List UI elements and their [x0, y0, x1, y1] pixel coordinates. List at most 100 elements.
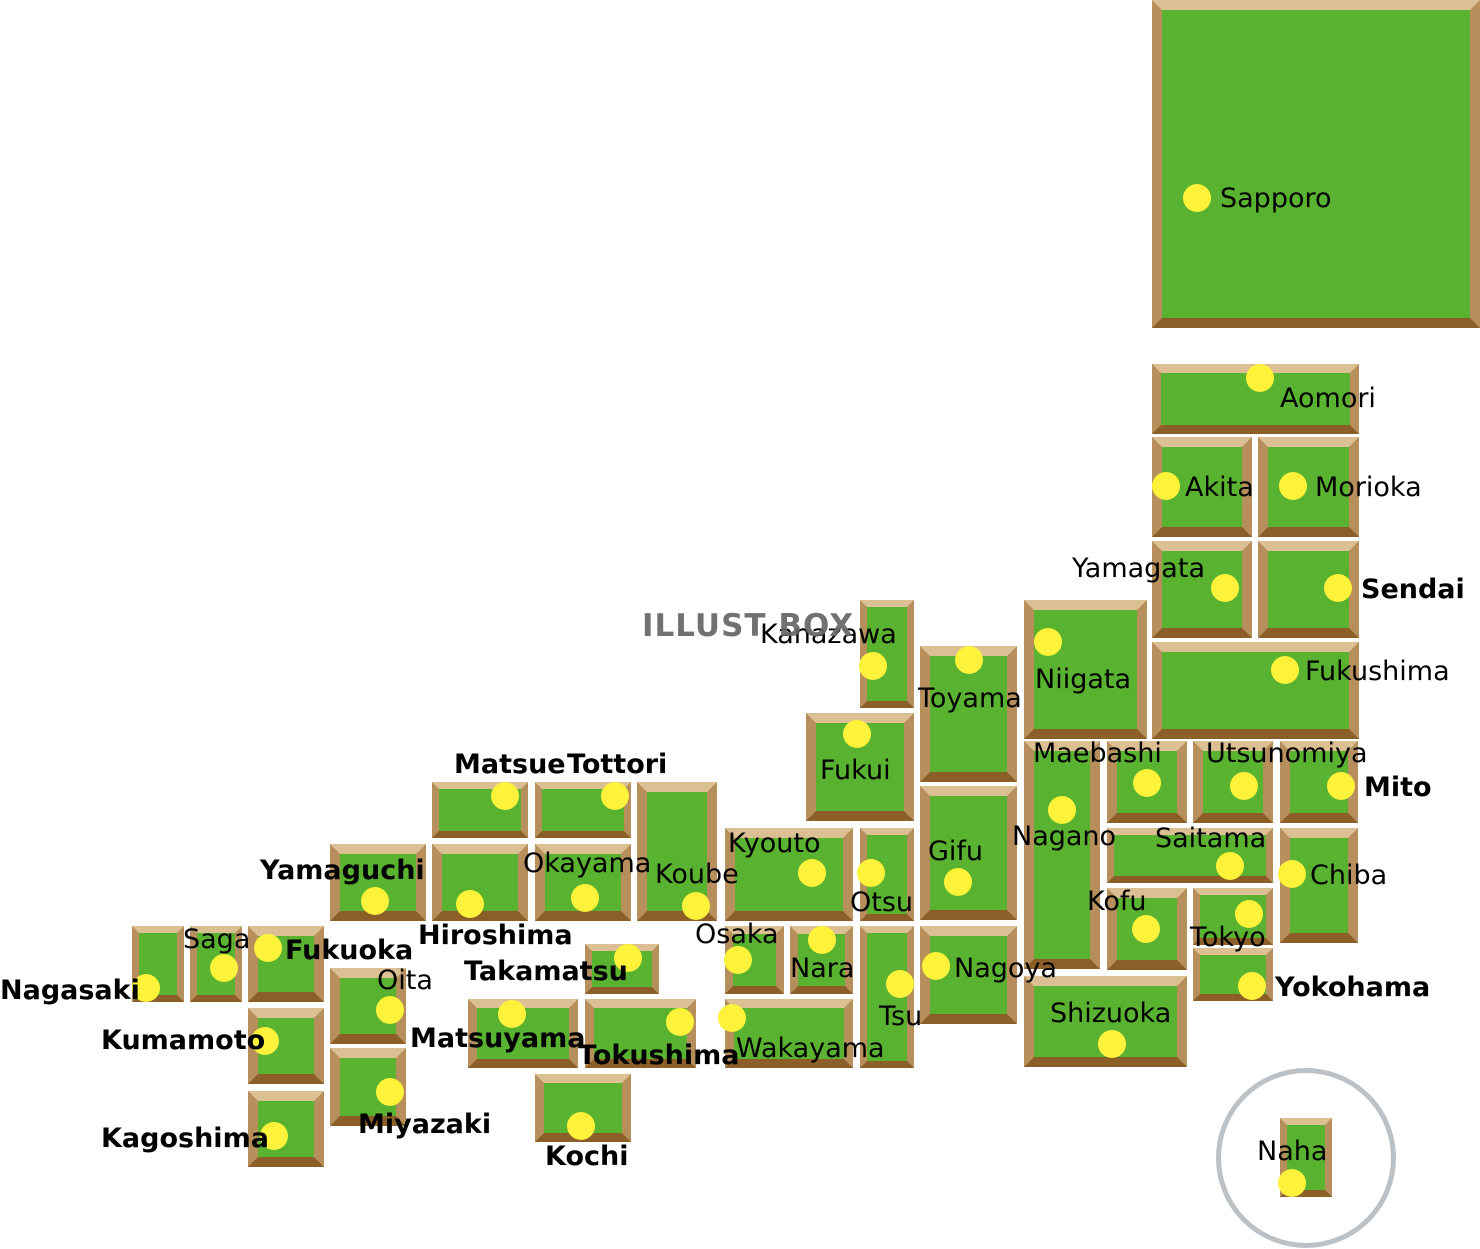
city-label-shizuoka: Shizuoka — [1050, 998, 1172, 1029]
city-marker-nagasaki — [132, 974, 160, 1002]
city-marker-maebashi — [1133, 769, 1161, 797]
watermark: ILLUST BOX — [642, 608, 855, 644]
prefecture-tokyo — [1193, 888, 1273, 945]
city-label-chiba: Chiba — [1310, 860, 1388, 891]
city-label-yamaguchi: Yamaguchi — [260, 855, 425, 886]
city-marker-nagano — [1048, 796, 1076, 824]
city-marker-chiba — [1278, 860, 1306, 888]
city-marker-fukuoka — [254, 934, 282, 962]
city-marker-okayama — [571, 884, 599, 912]
city-marker-yokohama — [1238, 972, 1266, 1000]
city-label-toyama: Toyama — [918, 683, 1022, 714]
city-marker-kyouto — [798, 859, 826, 887]
city-marker-fukushima — [1271, 656, 1299, 684]
okinawa-inset-circle — [1216, 1068, 1396, 1248]
city-marker-mito — [1327, 772, 1355, 800]
city-label-maebashi: Maebashi — [1033, 738, 1162, 769]
city-label-gifu: Gifu — [928, 836, 984, 867]
city-label-akita: Akita — [1185, 472, 1254, 503]
city-label-nagasaki: Nagasaki — [0, 975, 140, 1006]
prefecture-yamagata — [1152, 541, 1252, 638]
city-marker-fukui — [843, 720, 871, 748]
city-label-kyouto: Kyouto — [728, 828, 821, 859]
city-marker-kofu — [1132, 915, 1160, 943]
city-label-kagoshima: Kagoshima — [101, 1123, 269, 1154]
city-label-tottori: Tottori — [567, 749, 668, 780]
city-label-kumamoto: Kumamoto — [101, 1025, 266, 1056]
city-label-fukuoka: Fukuoka — [285, 935, 414, 966]
city-marker-toyama — [955, 646, 983, 674]
city-label-sendai: Sendai — [1361, 574, 1465, 605]
city-label-saitama: Saitama — [1155, 823, 1267, 854]
city-label-wakayama: Wakayama — [736, 1033, 885, 1064]
city-label-yamagata: Yamagata — [1072, 553, 1205, 584]
city-label-sapporo: Sapporo — [1220, 183, 1332, 214]
prefecture-niigata — [1024, 600, 1147, 739]
city-label-yokohama: Yokohama — [1275, 972, 1431, 1003]
city-label-takamatsu: Takamatsu — [464, 956, 628, 987]
prefecture-saitama — [1107, 828, 1273, 883]
city-marker-kochi — [567, 1112, 595, 1140]
city-marker-yamagata — [1211, 574, 1239, 602]
city-marker-kumamoto — [251, 1027, 279, 1055]
city-marker-nagoya — [922, 952, 950, 980]
city-marker-tokushima — [666, 1008, 694, 1036]
prefecture-sapporo — [1152, 0, 1480, 328]
city-marker-miyazaki — [376, 1078, 404, 1106]
city-marker-gifu — [944, 868, 972, 896]
prefecture-maebashi — [1107, 741, 1187, 823]
city-label-niigata: Niigata — [1035, 664, 1132, 695]
city-marker-oita — [376, 996, 404, 1024]
city-marker-nara — [808, 926, 836, 954]
city-marker-akita — [1152, 472, 1180, 500]
city-label-kofu: Kofu — [1087, 886, 1147, 917]
city-label-matsue: Matsue — [454, 749, 566, 780]
city-marker-tokyo — [1235, 900, 1263, 928]
city-marker-shizuoka — [1098, 1030, 1126, 1058]
city-label-kanazawa: Kanazawa — [760, 619, 897, 650]
city-marker-matsuyama — [498, 1000, 526, 1028]
city-marker-kagoshima — [260, 1122, 288, 1150]
city-label-hiroshima: Hiroshima — [418, 920, 573, 951]
city-label-aomori: Aomori — [1280, 383, 1376, 414]
city-marker-sapporo — [1183, 184, 1211, 212]
city-label-nara: Nara — [790, 953, 855, 984]
city-marker-tottori — [601, 782, 629, 810]
city-label-mito: Mito — [1364, 772, 1432, 803]
city-label-saga: Saga — [183, 924, 251, 955]
city-marker-otsu — [857, 859, 885, 887]
prefecture-nagano — [1024, 741, 1100, 969]
prefecture-gifu — [920, 786, 1017, 920]
city-marker-morioka — [1279, 472, 1307, 500]
prefecture-saga — [190, 926, 242, 1002]
city-marker-saitama — [1216, 852, 1244, 880]
city-label-kochi: Kochi — [545, 1141, 629, 1172]
city-marker-osaka — [724, 946, 752, 974]
city-label-okayama: Okayama — [523, 848, 652, 879]
city-label-koube: Koube — [655, 859, 739, 890]
city-label-nagoya: Nagoya — [954, 953, 1057, 984]
city-label-matsuyama: Matsuyama — [410, 1023, 586, 1054]
prefecture-fukushima — [1152, 642, 1359, 739]
city-marker-tsu — [886, 970, 914, 998]
city-label-tsu: Tsu — [879, 1001, 923, 1032]
city-label-nagano: Nagano — [1012, 821, 1117, 852]
prefecture-wakayama — [725, 999, 853, 1068]
city-marker-hiroshima — [456, 890, 484, 918]
city-label-otsu: Otsu — [850, 887, 914, 918]
city-marker-matsue — [491, 782, 519, 810]
city-label-oita: Oita — [377, 965, 433, 996]
prefecture-utsunomiya — [1193, 741, 1273, 823]
city-marker-niigata — [1034, 628, 1062, 656]
prefecture-yamaguchi — [330, 844, 426, 921]
city-marker-yamaguchi — [361, 887, 389, 915]
city-marker-aomori — [1246, 364, 1274, 392]
city-label-fukushima: Fukushima — [1305, 656, 1450, 687]
city-marker-koube — [682, 892, 710, 920]
city-marker-kanazawa — [859, 652, 887, 680]
city-label-fukui: Fukui — [820, 755, 891, 786]
city-marker-wakayama — [718, 1004, 746, 1032]
prefecture-morioka — [1258, 437, 1359, 537]
city-label-tokushima: Tokushima — [578, 1040, 740, 1071]
